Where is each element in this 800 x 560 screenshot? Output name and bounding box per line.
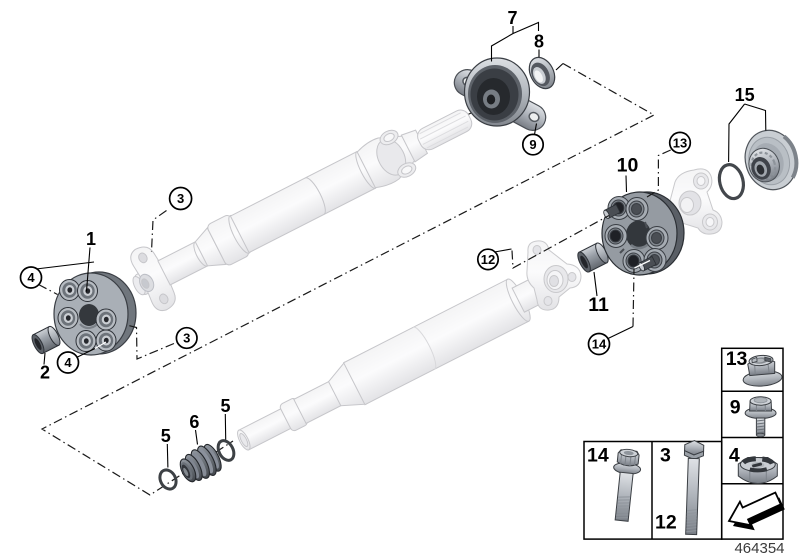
svg-text:4: 4 [729,445,740,467]
svg-text:10: 10 [617,155,639,177]
svg-text:8: 8 [534,32,544,52]
svg-text:6: 6 [189,412,199,432]
svg-text:12: 12 [481,252,495,267]
svg-text:9: 9 [529,137,536,152]
svg-text:13: 13 [726,348,748,370]
svg-text:13: 13 [673,135,687,150]
svg-text:1: 1 [86,229,96,249]
svg-text:9: 9 [730,396,741,418]
svg-text:5: 5 [220,396,230,416]
svg-text:2: 2 [40,363,50,383]
svg-text:5: 5 [161,426,171,446]
svg-text:15: 15 [735,85,755,105]
svg-text:4: 4 [64,355,72,370]
svg-text:4: 4 [27,270,35,285]
svg-text:14: 14 [587,445,609,467]
svg-text:7: 7 [507,8,517,28]
svg-text:11: 11 [588,294,609,316]
svg-text:14: 14 [592,337,607,352]
svg-text:3: 3 [183,331,190,346]
svg-text:464354: 464354 [734,540,784,557]
svg-text:12: 12 [655,512,677,534]
svg-text:3: 3 [177,191,184,206]
svg-text:3: 3 [660,445,671,467]
